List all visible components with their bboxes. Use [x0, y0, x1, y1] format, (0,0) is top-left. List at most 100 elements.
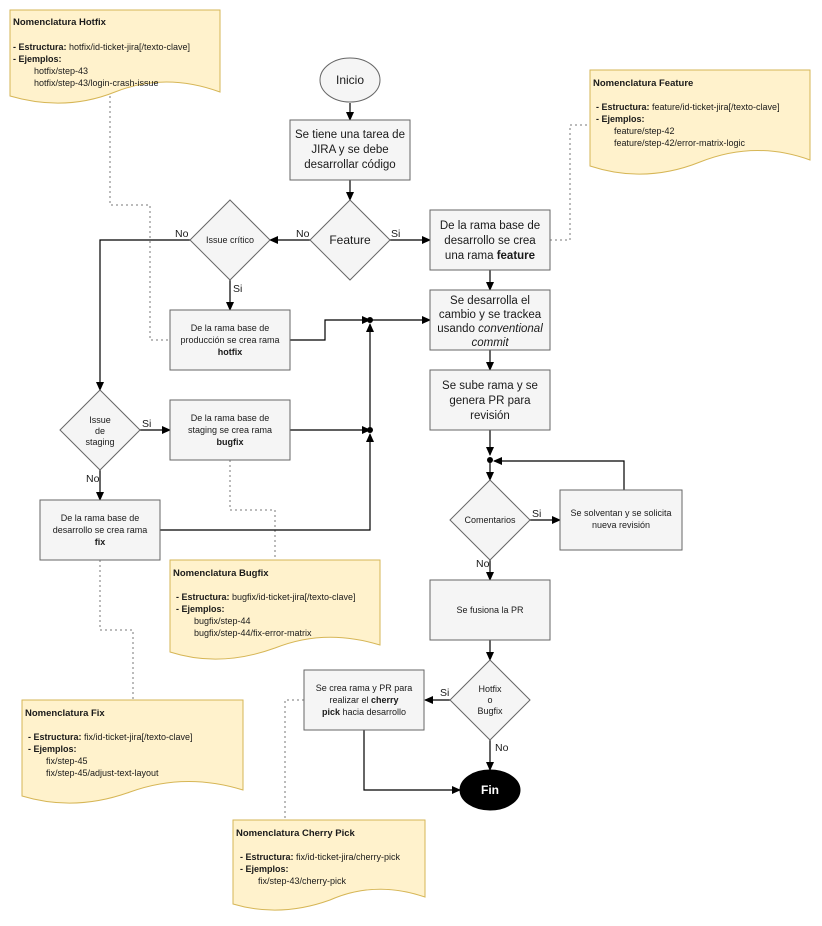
note-bugfix-example: bugfix/step-44	[194, 616, 251, 626]
process-fusiona: Se fusiona la PR	[429, 579, 551, 641]
node-emphasis: commit	[471, 337, 509, 349]
note-hotfix-example: hotfix/step-43/login-crash-issue	[34, 78, 159, 88]
node-line: Se solventan y se solicita	[570, 508, 671, 518]
note-fix-example: fix/step-45/adjust-text-layout	[46, 768, 159, 778]
node-line: usando	[437, 323, 478, 335]
note-cherry-pick-estructura-value: fix/id-ticket-jira/cherry-pick	[294, 852, 401, 862]
svg-text:- Estructura: fix/id-ticket-ji: - Estructura: fix/id-ticket-jira[/texto-…	[28, 732, 193, 742]
svg-text:usando conventional: usando conventional	[437, 323, 543, 335]
start-node: Inicio	[319, 57, 381, 103]
note-hotfix: Nomenclatura Hotfix - Estructura: hotfix…	[9, 9, 221, 104]
edge-label-staging-si: Si	[142, 418, 151, 430]
connector-bugfix-note	[229, 460, 276, 560]
node-emphasis: fix	[95, 537, 106, 547]
note-fix-estructura-value: fix/id-ticket-jira[/texto-clave]	[82, 732, 193, 742]
node-emphasis: bugfix	[217, 437, 244, 447]
note-bugfix: Nomenclatura Bugfix - Estructura: bugfix…	[169, 559, 381, 660]
node-emphasis: conventional	[478, 323, 543, 335]
svg-text:- Estructura: hotfix/id-ticket: - Estructura: hotfix/id-ticket-jira[/tex…	[13, 42, 190, 52]
node-line: De la rama base de	[191, 413, 270, 423]
node-line: Bugfix	[477, 706, 503, 716]
note-feature-estructura-value: feature/id-ticket-jira[/texto-clave]	[650, 102, 780, 112]
node-line: de	[95, 426, 105, 436]
decision-comentarios-label: Comentarios	[464, 515, 516, 525]
decision-issue-staging: Issue de staging	[59, 389, 141, 471]
node-line: Issue	[89, 415, 111, 425]
node-line: Se desarrolla el	[450, 295, 530, 307]
node-line: Hotfix	[478, 684, 502, 694]
node-emphasis: feature	[497, 250, 535, 262]
process-rama-fix: De la rama base de desarrollo se crea ra…	[39, 499, 161, 561]
edge-hotfix-to-joint	[290, 316, 371, 341]
junction-dot	[487, 457, 493, 463]
note-feature-example: feature/step-42	[614, 126, 675, 136]
note-hotfix-estructura-value: hotfix/id-ticket-jira[/texto-clave]	[67, 42, 191, 52]
note-bugfix-ejemplos-label: - Ejemplos:	[176, 604, 225, 614]
note-hotfix-example: hotfix/step-43	[34, 66, 88, 76]
note-cherry-pick-ejemplos-label: - Ejemplos:	[240, 864, 289, 874]
node-line: realizar el	[329, 695, 371, 705]
node-line: Se sube rama y se	[442, 380, 538, 392]
connector-fix-note	[99, 560, 134, 700]
edge-label-issue-no: No	[175, 228, 189, 240]
process-sube-rama: Se sube rama y se genera PR para revisió…	[429, 369, 551, 431]
process-fusiona-label: Se fusiona la PR	[456, 605, 524, 615]
note-hotfix-ejemplos-label: - Ejemplos:	[13, 54, 62, 64]
edge-label-feature-no: No	[296, 228, 310, 240]
node-line: desarrollo se crea	[444, 235, 536, 247]
node-line: De la rama base de	[440, 220, 540, 232]
process-desarrolla-cambio: Se desarrolla el cambio y se trackea usa…	[429, 289, 551, 351]
svg-text:pick hacia desarrollo: pick hacia desarrollo	[322, 707, 406, 717]
junction-dot	[367, 427, 373, 433]
node-line: De la rama base de	[191, 323, 270, 333]
note-fix-example: fix/step-45	[46, 756, 88, 766]
node-line: nueva revisión	[592, 520, 650, 530]
decision-issue-critico: Issue crítico	[189, 199, 271, 281]
decision-feature: Feature	[309, 199, 391, 281]
node-line: hacia desarrollo	[340, 707, 406, 717]
edge-solventan-loop	[493, 457, 625, 490]
note-fix-ejemplos-label: - Ejemplos:	[28, 744, 77, 754]
node-line: desarrollo se crea rama	[53, 525, 148, 535]
end-label: Fin	[481, 783, 499, 797]
process-solventan: Se solventan y se solicita nueva revisió…	[559, 489, 683, 551]
node-line: staging	[85, 437, 114, 447]
node-line: producción se crea rama	[180, 335, 279, 345]
edge-label-comentarios-si: Si	[532, 508, 541, 520]
decision-feature-label: Feature	[329, 233, 371, 247]
note-feature-title: Nomenclatura Feature	[593, 78, 693, 89]
node-line: revisión	[470, 410, 510, 422]
note-hotfix-estructura-label: - Estructura:	[13, 42, 67, 52]
node-line: De la rama base de	[61, 513, 140, 523]
process-rama-bugfix: De la rama base de staging se crea rama …	[169, 399, 291, 461]
edge-cherry-to-fin	[363, 730, 461, 794]
connector-hotfix-note	[109, 96, 170, 341]
node-line: genera PR para	[449, 395, 531, 407]
junction-dot	[367, 317, 373, 323]
svg-text:- Estructura: fix/id-ticket-ji: - Estructura: fix/id-ticket-jira/cherry-…	[240, 852, 401, 862]
decision-issue-critico-label: Issue crítico	[206, 235, 254, 245]
svg-text:- Estructura: feature/id-ticke: - Estructura: feature/id-ticket-jira[/te…	[596, 102, 780, 112]
note-feature: Nomenclatura Feature - Estructura: featu…	[589, 69, 811, 175]
edge-label-hotfix-no: No	[495, 742, 509, 754]
node-line: Se crea rama y PR para	[316, 683, 413, 693]
note-bugfix-example: bugfix/step-44/fix-error-matrix	[194, 628, 312, 638]
note-feature-estructura-label: - Estructura:	[596, 102, 650, 112]
note-fix-title: Nomenclatura Fix	[25, 708, 105, 719]
note-cherry-pick-title: Nomenclatura Cherry Pick	[236, 828, 356, 839]
note-feature-ejemplos-label: - Ejemplos:	[596, 114, 645, 124]
node-emphasis: hotfix	[218, 347, 243, 357]
process-rama-feature: De la rama base de desarrollo se crea un…	[429, 209, 551, 271]
node-line: desarrollar código	[304, 159, 395, 171]
note-cherry-pick-estructura-label: - Estructura:	[240, 852, 294, 862]
edge-fix-to-joint	[160, 433, 374, 531]
note-bugfix-estructura-value: bugfix/id-ticket-jira[/texto-clave]	[230, 592, 356, 602]
note-cherry-pick: Nomenclatura Cherry Pick - Estructura: f…	[232, 819, 426, 911]
process-rama-hotfix: De la rama base de producción se crea ra…	[169, 309, 291, 371]
node-line: Se tiene una tarea de	[295, 129, 405, 141]
node-line: staging se crea rama	[188, 425, 272, 435]
note-bugfix-estructura-label: - Estructura:	[176, 592, 230, 602]
edge-label-comentarios-no: No	[476, 558, 490, 570]
